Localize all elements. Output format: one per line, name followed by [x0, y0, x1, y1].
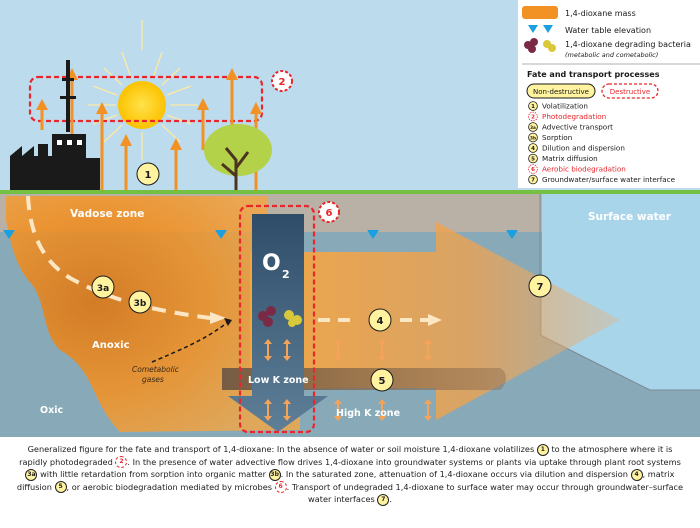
callout-5: 5: [370, 368, 394, 392]
low-k-zone-label: Low K zone: [248, 375, 309, 386]
dispersion-arrowhead: [428, 314, 442, 326]
aerobic-biodegradation-box: [238, 204, 316, 434]
legend-item-7: 7 Groundwater/surface water interface: [528, 174, 676, 185]
legend-item-6: 6 Aerobic biodegradation: [528, 164, 626, 174]
svg-text:6: 6: [326, 208, 333, 219]
legend-water-table-icon: [528, 25, 538, 33]
high-k-zone-label: High K zone: [336, 408, 400, 419]
cometabolic-arrow: [151, 321, 229, 363]
oxygen-subscript: 2: [282, 268, 290, 281]
cometabolic-label-line2: gases: [142, 375, 164, 384]
surface-water-label: Surface water: [588, 211, 672, 223]
legend-water-table-label: Water table elevation: [565, 26, 651, 35]
legend-item-label: Photodegradation: [542, 112, 606, 121]
tree-icon: [204, 124, 272, 192]
svg-text:2: 2: [279, 77, 286, 88]
oxygen-column: [228, 214, 328, 432]
legend-item-label: Matrix diffusion: [542, 154, 598, 163]
callout-4: 4: [368, 308, 392, 332]
svg-text:3a: 3a: [97, 284, 109, 294]
vadose-zone-label: Vadose zone: [70, 208, 144, 220]
legend-item-number: 6: [531, 167, 535, 173]
callout-3a: 3a: [91, 275, 115, 299]
svg-text:1: 1: [145, 170, 152, 181]
legend-mass-label: 1,4-dioxane mass: [565, 9, 636, 18]
legend-item-label: Volatilization: [542, 102, 588, 111]
callout-6: 6: [318, 201, 340, 223]
legend-destructive: Destructive: [610, 88, 650, 96]
legend-bacteria-label: 1,4-dioxane degrading bacteria: [565, 40, 691, 49]
oxic-label: Oxic: [40, 405, 63, 416]
legend-mass-swatch: [522, 6, 558, 19]
legend-bacteria-note: (metabolic and cometabolic): [565, 51, 658, 59]
legend: 1,4-dioxane mass Water table elevation 1…: [518, 0, 700, 188]
callout-1: 1: [136, 162, 160, 186]
legend-item-label: Aerobic biodegradation: [542, 165, 626, 174]
surface-water: [542, 194, 700, 390]
fate-transport-diagram: Vadose zone Surface water Anoxic Cometab…: [0, 0, 700, 437]
legend-item-label: Advective transport: [542, 123, 613, 132]
figure-caption: Generalized figure for the fate and tran…: [16, 443, 684, 506]
diffusion-arrows: [264, 339, 432, 421]
advective-path: [26, 195, 211, 320]
photodegradation-box: [28, 75, 264, 123]
callout-2: 2: [271, 70, 293, 92]
water-table-markers: [3, 230, 518, 239]
svg-text:5: 5: [379, 376, 386, 387]
advective-arrowhead: [210, 312, 226, 324]
legend-items: 1 Volatilization 2 Photodegradation 3a Advect…: [528, 101, 676, 185]
factory-icon: [10, 60, 100, 192]
legend-item-1: 1 Volatilization: [528, 101, 588, 111]
legend-item-label: Sorption: [542, 133, 572, 142]
legend-item-number: 5: [531, 157, 535, 163]
legend-item-number: 3a: [530, 125, 536, 130]
legend-item-label: Dilution and dispersion: [542, 144, 625, 153]
legend-item-number: 4: [531, 146, 535, 152]
svg-text:7: 7: [537, 282, 544, 293]
legend-item-2: 2 Photodegradation: [528, 111, 606, 122]
legend-item-4: 4 Dilution and dispersion: [528, 143, 625, 153]
svg-text:3b: 3b: [134, 299, 147, 309]
svg-text:4: 4: [377, 316, 384, 327]
legend-item-3b: 3b Sorption: [528, 132, 572, 143]
legend-non-destructive: Non-destructive: [533, 88, 589, 96]
legend-item-number: 7: [531, 178, 535, 184]
legend-item-label: Groundwater/surface water interface: [542, 175, 676, 184]
legend-item-number: 2: [531, 115, 535, 121]
anoxic-label: Anoxic: [92, 340, 130, 351]
ground-surface-right: [542, 190, 700, 194]
legend-bacteria-icon: [524, 38, 556, 53]
sun-icon: [118, 81, 166, 129]
oxygen-label: O: [262, 251, 281, 276]
legend-item-3a: 3a Advective transport: [528, 122, 613, 132]
bacteria-icon: [258, 306, 302, 327]
callout-7: 7: [528, 274, 552, 298]
cometabolic-arrowhead: [224, 318, 232, 326]
ground-surface: [0, 190, 542, 194]
callout-3b: 3b: [128, 290, 152, 314]
legend-item-number: 3b: [530, 136, 536, 141]
cometabolic-label-line1: Cometabolic: [132, 365, 180, 374]
legend-item-5: 5 Matrix diffusion: [528, 153, 598, 164]
legend-processes-title: Fate and transport processes: [527, 70, 660, 79]
legend-item-number: 1: [531, 104, 535, 110]
